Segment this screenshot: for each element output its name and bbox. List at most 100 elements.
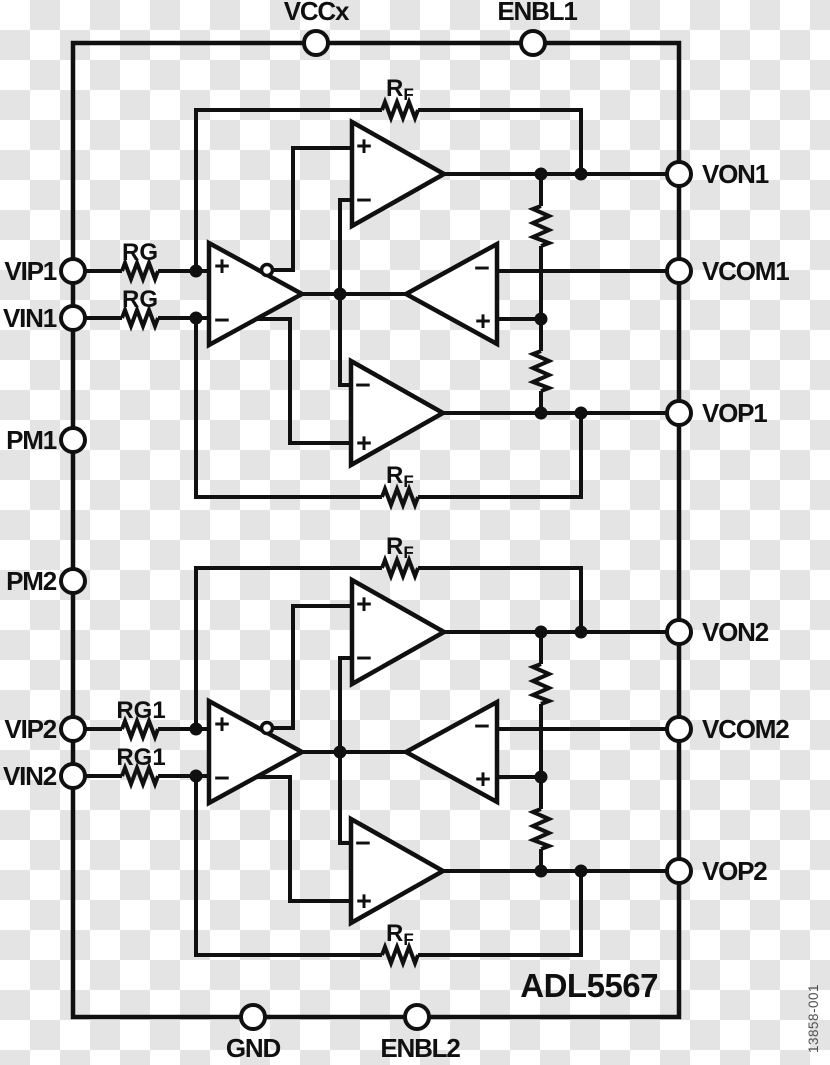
- junction-dot: [534, 864, 548, 878]
- pin-label-von2: VON2: [702, 617, 769, 647]
- junction-dot: [534, 406, 548, 420]
- pin-vip2: [59, 715, 87, 743]
- minus-sign: −: [214, 763, 230, 793]
- pin-label-vop1: VOP1: [702, 398, 767, 428]
- resistor-rg1-top: [120, 715, 160, 743]
- rf-label: RF: [386, 533, 414, 562]
- junction-dot: [574, 167, 588, 181]
- output-amp-bottom-triangle: [348, 357, 448, 469]
- channel-2: + − + − − + − + RG1 RG1 RF RF: [85, 533, 667, 969]
- minus-sign: −: [355, 828, 371, 858]
- minus-sign: −: [474, 711, 490, 741]
- inv-tap-wire: [257, 775, 353, 903]
- junction-dot: [574, 625, 588, 639]
- pin-von2: [665, 618, 693, 646]
- noninv-tap-wire: [271, 146, 354, 272]
- pin-vin1: [59, 304, 87, 332]
- pin-vccx: [302, 29, 330, 57]
- part-number: ADL5567: [520, 967, 658, 1004]
- resistor-divider-upper: [527, 204, 555, 248]
- junction-dot: [333, 287, 347, 301]
- input-amp-triangle: [206, 697, 307, 807]
- plus-sign: +: [356, 886, 372, 916]
- pin-von1: [665, 160, 693, 188]
- resistor-divider-lower: [527, 807, 555, 851]
- minus-sign: −: [474, 253, 490, 283]
- pin-label-vin1: VIN1: [3, 303, 57, 333]
- resistor-rf-bottom: [380, 941, 420, 969]
- figure-code-watermark: 13858-001: [806, 984, 821, 1053]
- rf-top-feedback-wire: [194, 108, 583, 271]
- rg1-label: RG1: [116, 744, 165, 771]
- pin-gnd: [239, 1003, 267, 1031]
- plus-sign: +: [356, 428, 372, 458]
- pin-label-vin2: VIN2: [3, 761, 57, 791]
- cmfb-amp-triangle: [401, 240, 500, 348]
- rf-label: RF: [386, 75, 414, 104]
- resistor-rf-top: [380, 96, 420, 124]
- resistor-rf-top: [380, 554, 420, 582]
- rf-bottom-feedback-wire: [194, 318, 583, 499]
- pin-label-enbl1: ENBL1: [497, 0, 577, 26]
- plus-sign: +: [214, 251, 230, 281]
- rf-label: RF: [386, 920, 414, 949]
- minus-sign: −: [356, 643, 372, 673]
- resistor-divider-upper: [527, 662, 555, 706]
- pin-vop1: [665, 399, 693, 427]
- cmfb-amp-triangle: [401, 698, 500, 806]
- plus-sign: +: [475, 306, 491, 336]
- plus-sign: +: [356, 589, 372, 619]
- pin-label-vip2: VIP2: [4, 714, 56, 744]
- rg-label: RG: [122, 239, 158, 266]
- plus-sign: +: [214, 709, 230, 739]
- junction-dot: [574, 406, 588, 420]
- junction-dot: [189, 722, 203, 736]
- pin-enbl2: [403, 1003, 431, 1031]
- pins: [59, 29, 693, 1031]
- pin-label-gnd: GND: [226, 1033, 281, 1063]
- pin-label-von1: VON1: [702, 159, 769, 189]
- input-amp-triangle: [206, 239, 307, 349]
- pin-vip1: [59, 257, 87, 285]
- pin-label-pm2: PM2: [6, 566, 57, 596]
- rf-top-feedback-wire: [194, 566, 583, 729]
- minus-sign: −: [214, 305, 230, 335]
- pin-label-vccx: VCCx: [284, 0, 350, 26]
- pin-pm2: [59, 567, 87, 595]
- junction-dot: [534, 167, 548, 181]
- minus-sign: −: [356, 185, 372, 215]
- pin-label-vop2: VOP2: [702, 856, 767, 886]
- resistor-rg1-bottom: [120, 762, 160, 790]
- pin-labels: VCCx ENBL1 VIP1 VIN1 PM1 PM2 VIP2 VIN2 V…: [3, 0, 790, 1063]
- pin-vcom2: [665, 715, 693, 743]
- pin-label-enbl2: ENBL2: [380, 1033, 460, 1063]
- junction-dot: [189, 311, 203, 325]
- output-amp-top-triangle: [349, 118, 449, 230]
- pin-label-vcom2: VCOM2: [702, 714, 789, 744]
- inverting-output-bubble: [259, 720, 275, 736]
- rf-label: RF: [386, 462, 414, 491]
- junction-dot: [574, 864, 588, 878]
- input-wires: [85, 727, 210, 778]
- resistor-rg-top: [120, 257, 160, 285]
- input-wires: [85, 269, 210, 320]
- rg1-label: RG1: [116, 697, 165, 724]
- pin-label-vip1: VIP1: [4, 256, 56, 286]
- pin-pm1: [59, 426, 87, 454]
- output-amp-bottom-triangle: [348, 815, 448, 927]
- rf-bottom-feedback-wire: [194, 776, 583, 957]
- inv-tap-wire: [257, 317, 353, 445]
- pin-vcom1: [665, 257, 693, 285]
- pin-vin2: [59, 762, 87, 790]
- pin-label-pm1: PM1: [6, 425, 57, 455]
- junction-dot: [189, 769, 203, 783]
- chip-boundary: [70, 40, 682, 1020]
- minus-sign: −: [355, 370, 371, 400]
- inverting-output-bubble: [259, 262, 275, 278]
- channel-1: + − + − − + − + RG RG RF RF: [85, 75, 667, 511]
- resistor-rf-bottom: [380, 483, 420, 511]
- junction-dot: [189, 264, 203, 278]
- pin-label-vcom1: VCOM1: [702, 256, 789, 286]
- junction-dot: [333, 745, 347, 759]
- junction-dot: [534, 770, 548, 784]
